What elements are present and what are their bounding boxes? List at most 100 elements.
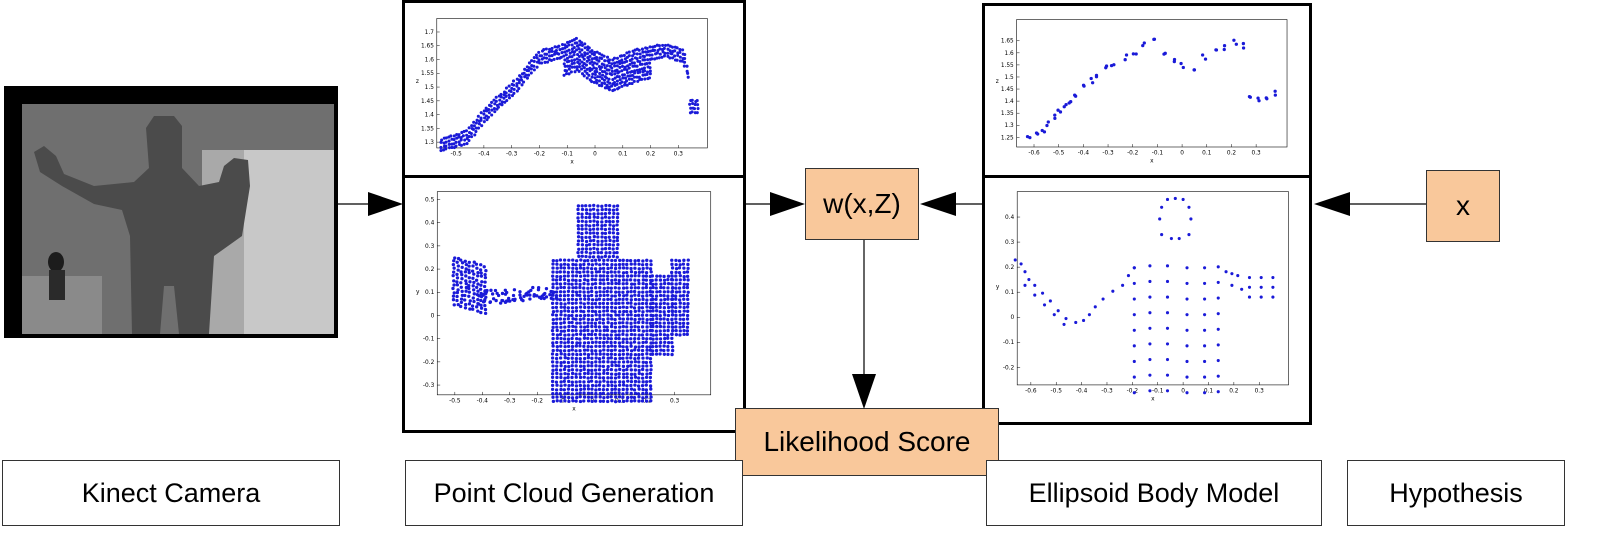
data-point [559,285,563,290]
data-point [1062,105,1066,109]
data-point [675,46,679,50]
data-point [648,53,652,57]
data-point [662,301,666,305]
data-point [574,305,579,310]
data-point [682,297,686,301]
data-point [578,293,582,298]
data-point [617,313,621,317]
data-point [554,294,559,298]
data-point [610,301,614,305]
data-point [641,297,645,302]
data-point [603,70,607,74]
data-point [578,341,582,345]
data-point [610,399,614,403]
data-point [1082,84,1086,88]
data-point [1132,266,1136,270]
data-point [602,325,606,329]
data-point [682,302,686,306]
data-point [595,231,600,235]
data-point [577,65,581,69]
data-point [649,395,653,399]
data-point [648,375,653,380]
data-point [696,103,700,107]
data-point [560,51,564,55]
data-point [625,274,630,278]
data-point [637,387,641,391]
data-point [494,95,498,99]
data-point [582,352,587,356]
data-point [625,321,629,325]
data-point [601,356,606,360]
data-point [555,336,559,341]
data-point [555,371,559,376]
data-point [465,142,469,146]
data-point [594,328,598,333]
data-point [645,46,649,50]
data-point [617,336,621,341]
data-point [570,270,575,274]
data-point [494,298,498,303]
data-point [621,305,625,309]
data-point [559,395,563,399]
data-point [548,293,552,297]
data-point [673,54,677,58]
data-point [590,67,594,71]
data-point [641,387,645,392]
data-point [562,262,567,266]
data-point [600,255,604,259]
data-point [677,286,682,290]
data-point [578,399,583,404]
data-point [649,262,653,267]
data-point [570,329,575,333]
ellipsoid-body-model-label-box: Ellipsoid Body Model [986,460,1322,526]
likelihood-score-node: Likelihood Score [735,408,999,476]
data-point [578,282,582,287]
x-tick-label: -0.3 [506,152,518,158]
data-point [600,227,604,231]
data-point [451,298,456,302]
data-point [613,321,618,325]
data-point [621,356,625,360]
data-point [582,364,586,368]
data-point [563,345,567,349]
data-point [651,324,655,329]
data-point [525,76,529,80]
data-point [658,329,662,333]
data-point [590,372,594,376]
data-point [551,305,555,310]
data-point [550,360,555,364]
data-point [586,341,591,345]
data-point [562,317,567,321]
data-point [637,262,641,266]
data-point [574,388,579,392]
data-point [637,281,641,286]
data-point [498,301,503,305]
data-point [567,368,571,372]
data-point [654,352,659,356]
data-point [598,263,602,267]
data-point [617,286,621,290]
data-point [614,298,618,302]
data-point [487,108,491,112]
data-point [613,306,618,310]
data-point [598,329,602,333]
data-point [666,282,671,286]
data-point [613,258,618,263]
y-tick-label: 1.4 [1005,99,1015,105]
data-point [658,302,663,306]
data-point [670,52,674,56]
data-point [554,380,559,384]
data-point [582,384,587,388]
data-point [598,281,602,286]
data-point [551,258,555,263]
data-point [554,321,559,325]
data-point [562,73,566,77]
x-tick-label: 0 [1180,151,1184,157]
data-point [1169,236,1173,241]
data-point [668,49,672,53]
data-point [657,56,661,60]
data-point [1203,359,1207,364]
data-point [571,274,575,278]
data-point [551,341,555,345]
